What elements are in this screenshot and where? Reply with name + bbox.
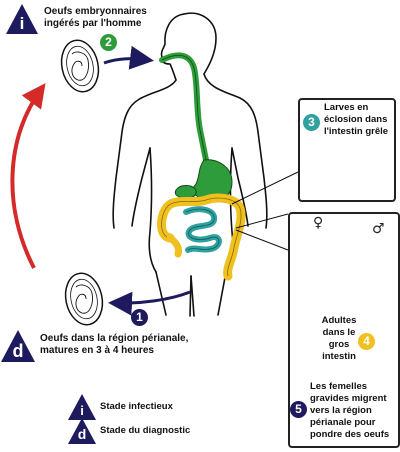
step-number-3: 3 [303,114,320,131]
arrow-egg-to-mouth [103,45,154,70]
arrow-body-to-egg [108,290,191,316]
legend-diagnostic-letter: d [77,426,87,442]
pointer-line-adults-top [235,213,289,229]
legend-diagnostic-label: Stade du diagnostic [100,425,191,436]
infective-stage-badge [6,4,38,34]
egg-perianal [64,272,104,326]
label-adults: Adultes dans le gros intestin [321,315,357,362]
legend-infective-letter: i [80,403,84,418]
arrow-egg-cycle [10,83,46,269]
infective-badge-letter: i [19,14,25,33]
female-symbol: ♀ [313,215,324,231]
pointer-line-adults-bottom [235,229,289,251]
male-symbol: ♂ [372,221,385,237]
legend-diagnostic-badge [68,418,96,444]
egg-ingested [60,39,100,93]
label-eggs-perianal: Oeufs dans la région périanale, matures … [40,333,189,356]
pointer-line-larvae [231,171,299,205]
step-number-2: 2 [100,34,117,51]
step-number-1: 1 [131,309,148,326]
label-eggs-ingested: Oeufs embryonnaires ingérés par l'homme [44,6,147,29]
legend-infective-label: Stade infectieux [100,401,173,412]
adults-box [288,212,400,448]
digestive-tract [157,52,246,281]
diagnostic-stage-badge [1,330,35,362]
label-larvae-hatching: Larves en éclosion dans l'intestin grêle [324,102,389,137]
legend-infective-badge [68,394,96,420]
step-number-4: 4 [358,333,375,350]
label-females-migrate: Les femelles gravides migrent vers la ré… [310,381,390,440]
step-number-5: 5 [290,401,307,418]
diagnostic-badge-letter: d [12,341,24,361]
